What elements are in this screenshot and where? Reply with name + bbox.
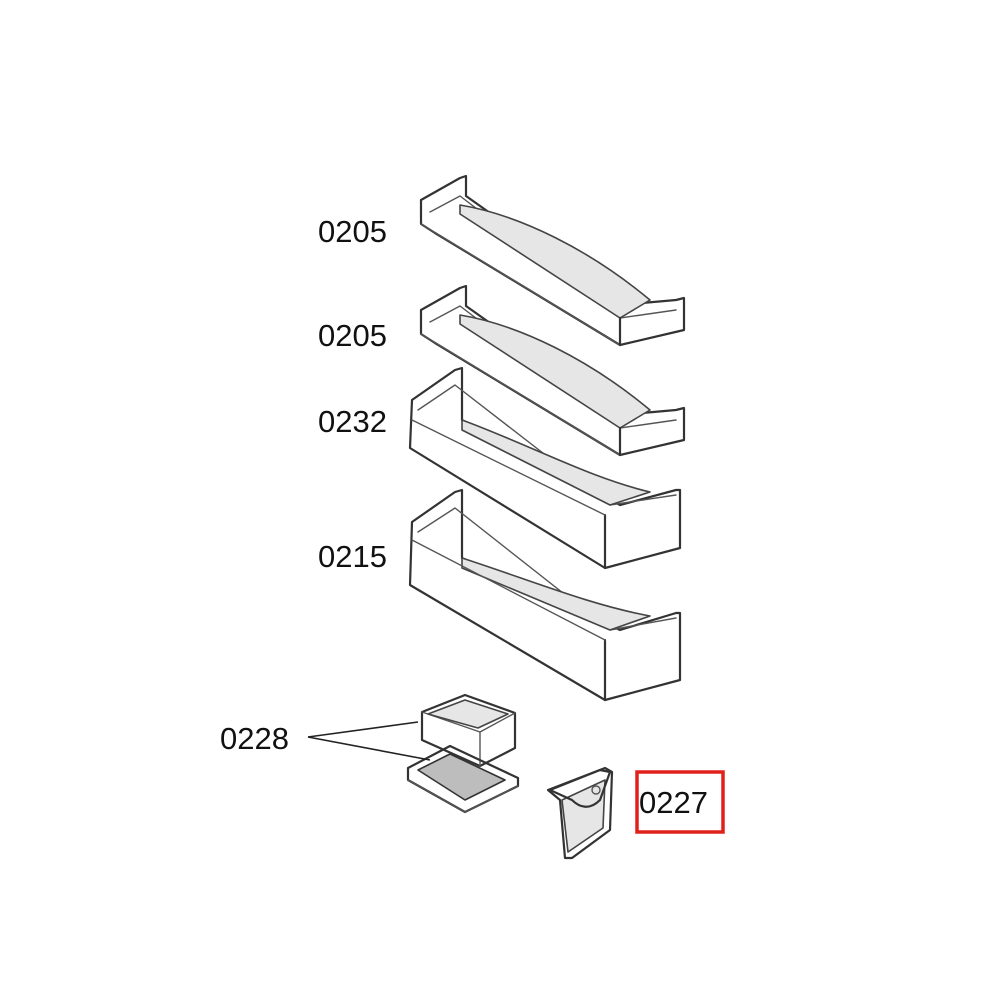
label-0228: 0228 — [220, 721, 289, 756]
label-0215: 0215 — [318, 539, 387, 574]
label-0232: 0232 — [318, 404, 387, 439]
butter-compartment[interactable] — [406, 693, 520, 814]
door-shelf-second[interactable] — [419, 284, 686, 457]
label-0205-second: 0205 — [318, 318, 387, 353]
bottle-retainer[interactable] — [546, 766, 614, 860]
label-0205-top: 0205 — [318, 214, 387, 249]
highlight-box — [635, 770, 725, 834]
bottle-shelf[interactable] — [408, 366, 682, 570]
bottle-shelf-large[interactable] — [408, 488, 682, 702]
door-shelf-top[interactable] — [419, 174, 686, 347]
label-0227: 0227 — [639, 785, 708, 820]
leader-lines-0228 — [307, 721, 431, 761]
